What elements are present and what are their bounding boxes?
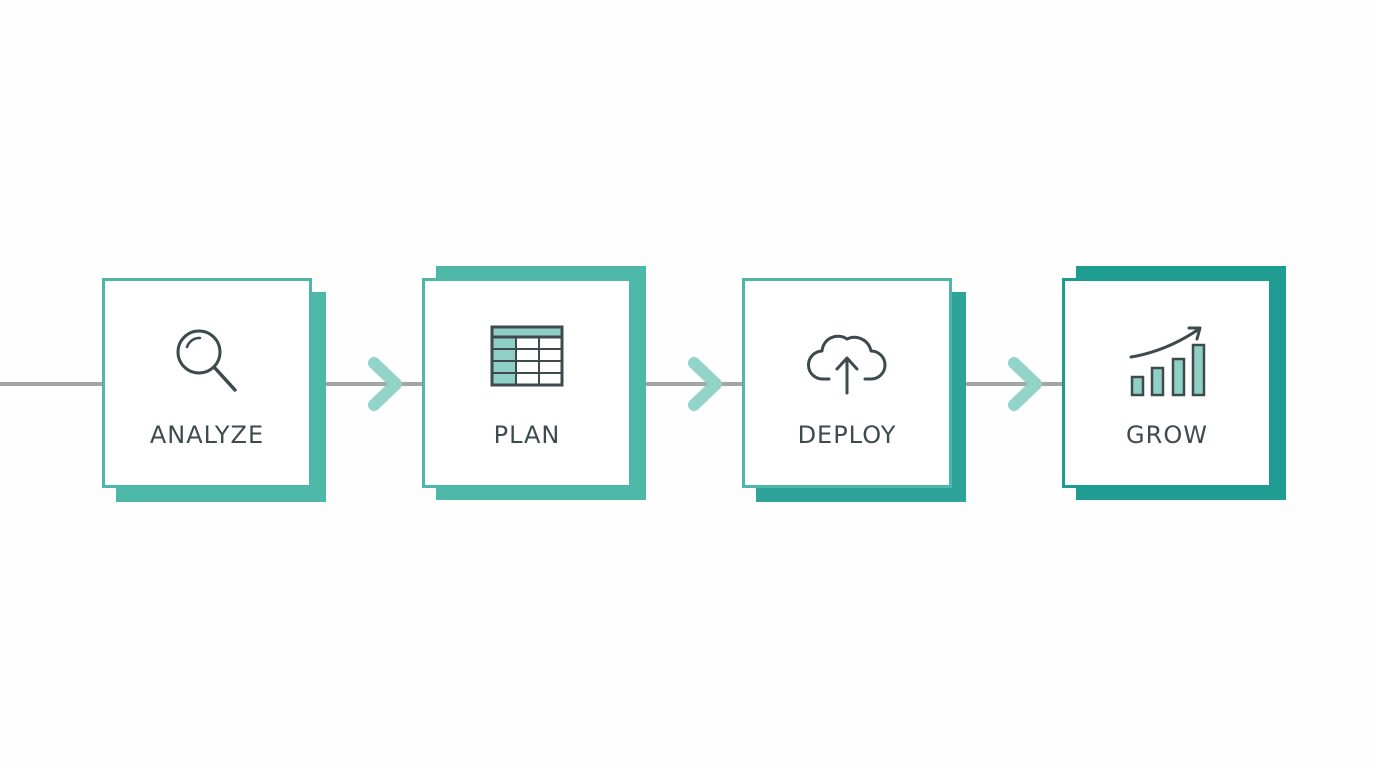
step-card: GROW: [1062, 278, 1272, 488]
table-icon: [490, 325, 564, 387]
connector-line-3: [962, 382, 1064, 386]
cloud-upload-icon: [807, 334, 887, 395]
step-label: PLAN: [493, 421, 561, 449]
connector-line-1: [322, 382, 424, 386]
step-card: DEPLOY: [742, 278, 952, 488]
step-card: ANALYZE: [102, 278, 312, 488]
step-plan: PLAN: [422, 266, 646, 500]
connector-line-2: [642, 382, 744, 386]
chevron-right-icon: [688, 357, 722, 411]
step-label: DEPLOY: [797, 421, 897, 449]
step-card: PLAN: [422, 278, 632, 488]
step-deploy: DEPLOY: [742, 278, 966, 502]
step-grow: GROW: [1062, 266, 1286, 500]
growth-chart-icon: [1129, 326, 1206, 397]
connector-line-start: [0, 382, 104, 386]
magnifier-icon: [176, 329, 237, 392]
step-label: ANALYZE: [149, 421, 265, 449]
chevron-right-icon: [368, 357, 402, 411]
step-analyze: ANALYZE: [102, 278, 326, 502]
step-label: GROW: [1126, 421, 1208, 449]
chevron-right-icon: [1008, 357, 1042, 411]
